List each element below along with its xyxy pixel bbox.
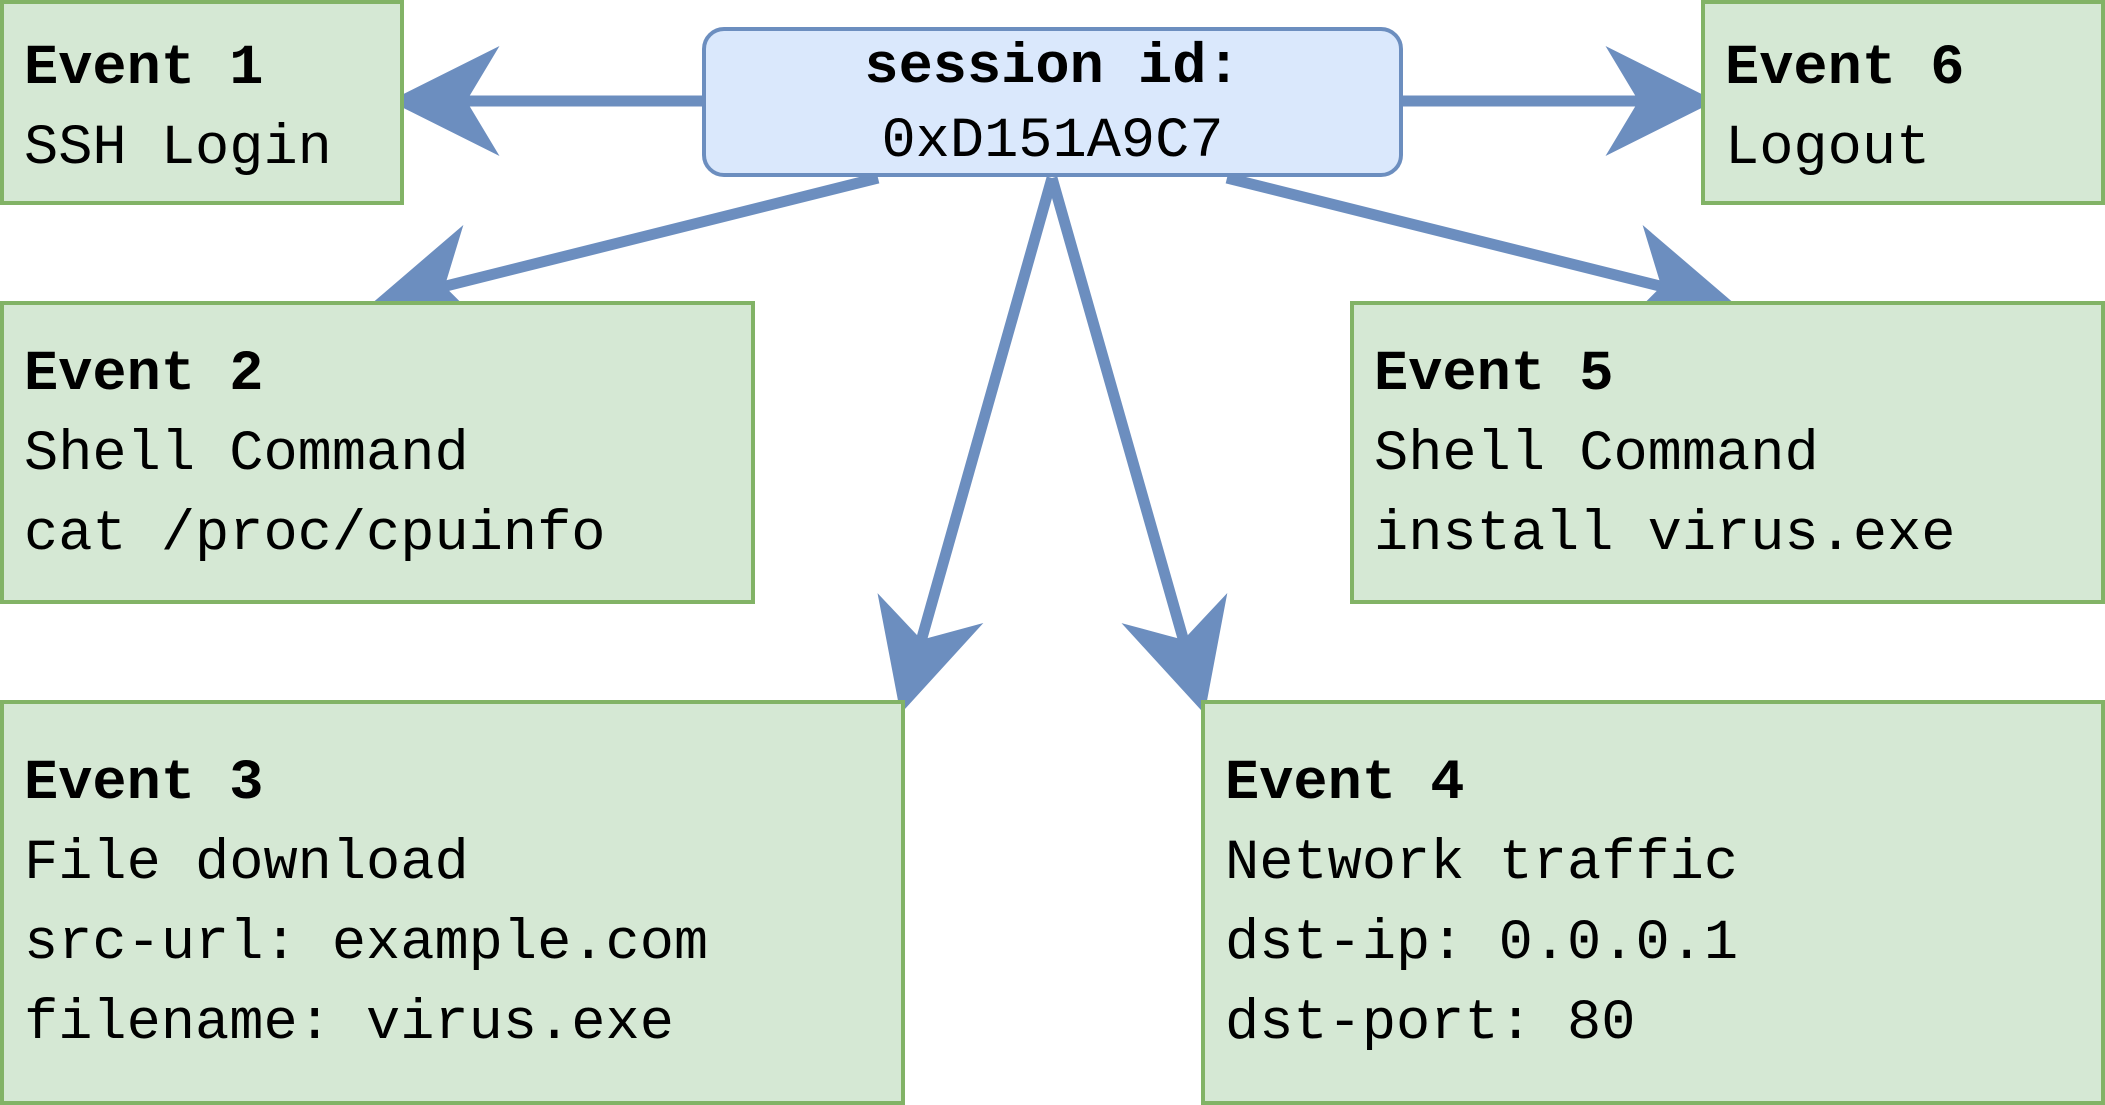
event-3-line-1: File download xyxy=(24,832,469,896)
event-4-title: Event 4 xyxy=(1225,752,1465,816)
session-id-label: session id: xyxy=(864,36,1241,100)
arrow-to-event-3 xyxy=(877,176,1058,714)
event-2-box: Event 2 Shell Command cat /proc/cpuinfo xyxy=(0,301,755,604)
event-5-line-2: install virus.exe xyxy=(1374,503,1956,567)
event-5-box: Event 5 Shell Command install virus.exe xyxy=(1350,301,2105,604)
event-1-title: Event 1 xyxy=(24,37,264,101)
event-4-line-3: dst-port: 80 xyxy=(1225,992,1636,1056)
event-3-title: Event 3 xyxy=(24,752,264,816)
arrow-to-event-4 xyxy=(1046,176,1228,714)
event-4-line-1: Network traffic xyxy=(1225,832,1739,896)
event-5-title: Event 5 xyxy=(1374,343,1614,407)
event-6-box: Event 6 Logout xyxy=(1701,0,2105,205)
event-2-title: Event 2 xyxy=(24,343,264,407)
event-3-line-3: filename: virus.exe xyxy=(24,992,674,1056)
event-2-line-2: cat /proc/cpuinfo xyxy=(24,503,606,567)
event-4-line-2: dst-ip: 0.0.0.1 xyxy=(1225,912,1739,976)
event-1-line-1: SSH Login xyxy=(24,117,332,181)
event-1-box: Event 1 SSH Login xyxy=(0,0,404,205)
session-id-value: 0xD151A9C7 xyxy=(881,110,1224,174)
session-id-node: session id: 0xD151A9C7 xyxy=(702,27,1403,177)
event-3-line-2: src-url: example.com xyxy=(24,912,709,976)
event-4-box: Event 4 Network traffic dst-ip: 0.0.0.1 … xyxy=(1201,700,2105,1105)
event-2-line-1: Shell Command xyxy=(24,423,469,487)
event-6-line-1: Logout xyxy=(1725,117,1931,181)
event-6-title: Event 6 xyxy=(1725,37,1965,101)
event-5-line-1: Shell Command xyxy=(1374,423,1819,487)
event-3-box: Event 3 File download src-url: example.c… xyxy=(0,700,905,1105)
arrow-to-event-2 xyxy=(369,172,880,332)
arrow-to-event-5 xyxy=(1225,172,1737,332)
